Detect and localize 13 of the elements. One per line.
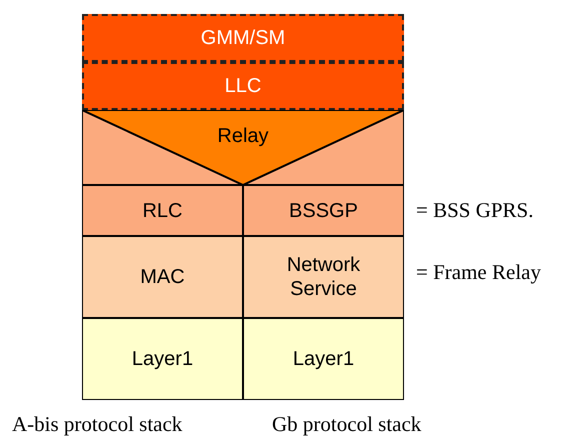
relay-layer: Relay	[82, 110, 404, 185]
protocol-layer-box: BSSGP	[243, 185, 404, 236]
stack-caption: Gb protocol stack	[272, 412, 422, 437]
protocol-layer-box: Network Service	[243, 236, 404, 318]
protocol-layer-box: MAC	[82, 236, 243, 318]
layer-note: = Frame Relay	[416, 260, 541, 285]
layer-note: = BSS GPRS.	[416, 198, 534, 223]
protocol-layer-box: LLC	[82, 62, 404, 110]
protocol-layer-box: Layer1	[82, 318, 243, 400]
stack-caption: A-bis protocol stack	[12, 412, 182, 437]
protocol-layer-box: Layer1	[243, 318, 404, 400]
protocol-layer-box: GMM/SM	[82, 14, 404, 62]
protocol-layer-box: RLC	[82, 185, 243, 236]
